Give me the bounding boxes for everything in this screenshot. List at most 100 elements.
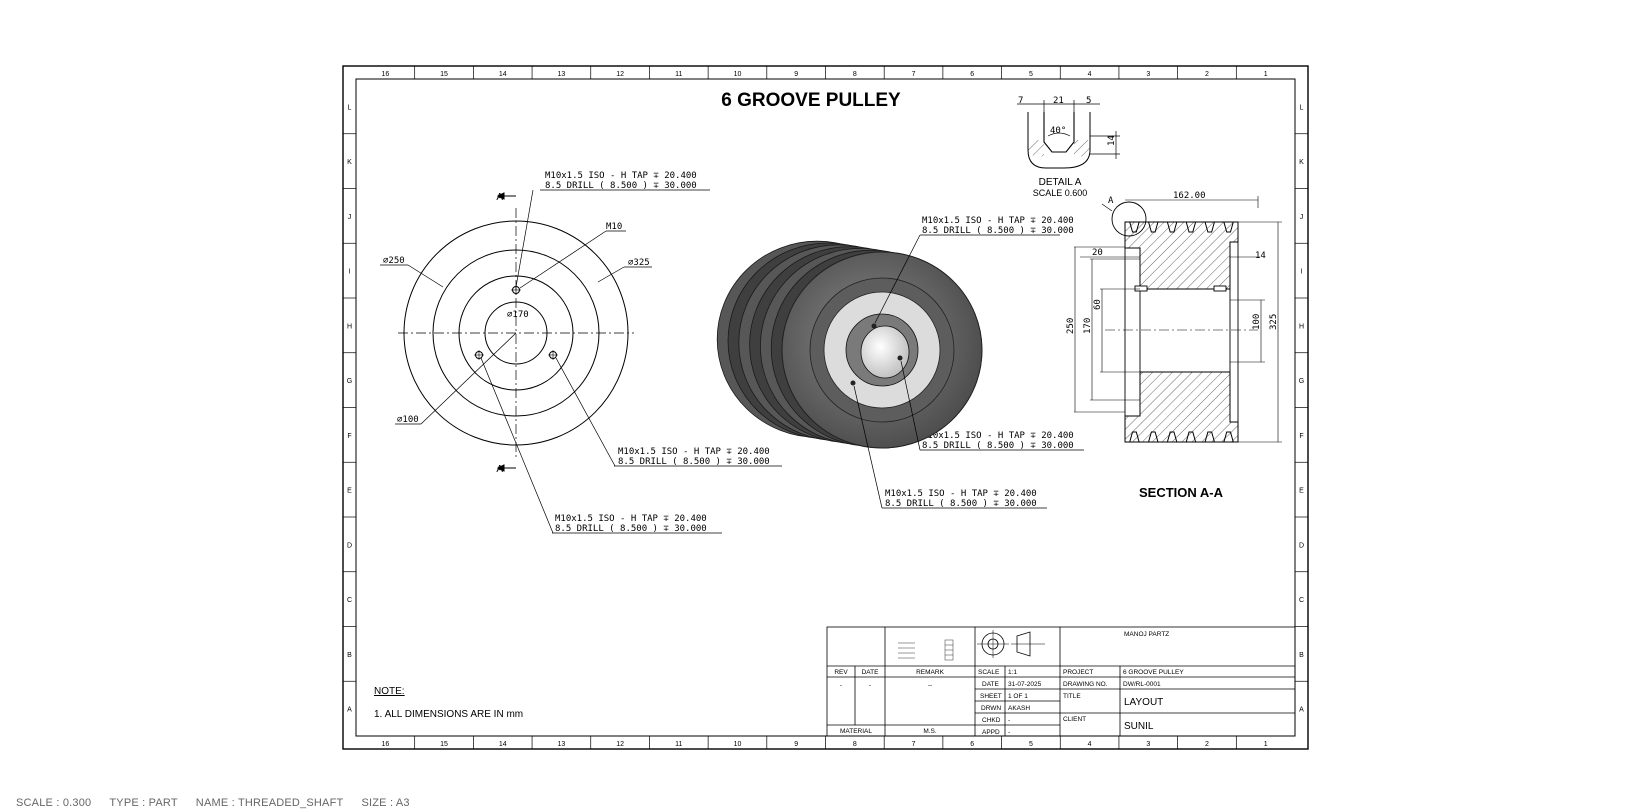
client-value: SUNIL (1124, 721, 1154, 732)
zone-column-label: 8 (853, 71, 857, 78)
zone-column-label: 9 (794, 741, 798, 748)
zone-column-label: 6 (970, 71, 974, 78)
zone-column-label: 10 (734, 741, 742, 748)
project-value: 6 GROOVE PULLEY (1123, 669, 1184, 676)
zone-column-label: 11 (675, 71, 682, 78)
status-name: NAME : THREADED_SHAFT (195, 797, 344, 809)
dim-d100: ⌀100 (397, 415, 419, 425)
detail-dim-5: 5 (1086, 96, 1091, 106)
field-label-chkd: CHKD (982, 717, 1001, 724)
rev-value: - (840, 682, 842, 689)
section-dim-250: 250 (1066, 318, 1076, 334)
zone-row-label: B (1299, 652, 1304, 659)
hole-note-1a: M10x1.5 ISO - H TAP ∓ 20.400 (545, 171, 697, 181)
detail-label: DETAIL A (1039, 177, 1082, 188)
title-block (826, 626, 1296, 737)
drawing-no-label: DRAWING NO. (1063, 681, 1108, 688)
section-detail-callout: A (1108, 196, 1114, 206)
zone-column-label: 14 (499, 71, 507, 78)
zone-column-label: 2 (1205, 741, 1209, 748)
zone-column-label: 6 (970, 741, 974, 748)
section-dim-60: 60 (1093, 299, 1103, 310)
zone-row-label: L (1300, 104, 1304, 111)
detail-dim-14: 14 (1107, 135, 1117, 146)
zone-row-label: F (1299, 433, 1303, 440)
zone-row-label: H (347, 323, 352, 330)
detail-dim-21: 21 (1053, 96, 1064, 106)
drawing-no-value: DW/RL-0001 (1123, 681, 1161, 688)
detail-a-view (1017, 100, 1120, 169)
zone-row-label: I (349, 269, 351, 276)
field-value-sheet: 1 OF 1 (1008, 693, 1028, 700)
field-label-date: DATE (982, 681, 1000, 688)
isometric-view (716, 234, 1084, 509)
field-value-appd: - (1008, 729, 1010, 736)
notes-line-1: 1. ALL DIMENSIONS ARE IN mm (374, 709, 523, 720)
zone-row-label: K (347, 159, 352, 166)
hole-note-4a: M10x1.5 ISO - H TAP ∓ 20.400 (922, 216, 1074, 226)
hole-note-2b: 8.5 DRILL ( 8.500 ) ∓ 30.000 (618, 457, 770, 467)
hole-note-6b: 8.5 DRILL ( 8.500 ) ∓ 30.000 (885, 499, 1037, 509)
status-scale: SCALE : 0.300 (16, 797, 92, 809)
zone-row-label: E (347, 488, 352, 495)
zone-column-label: 3 (1146, 71, 1150, 78)
hole-note-1b: 8.5 DRILL ( 8.500 ) ∓ 30.000 (545, 181, 697, 191)
dim-d325: ⌀325 (628, 258, 650, 268)
status-type: TYPE : PART (109, 797, 178, 809)
hole-notes: M10x1.5 ISO - H TAP ∓ 20.400 8.5 DRILL (… (545, 171, 1074, 534)
zone-column-label: 13 (558, 71, 566, 78)
status-size: SIZE : A3 (361, 797, 410, 809)
remark-header: REMARK (916, 669, 944, 676)
zone-column-label: 9 (794, 71, 798, 78)
dim-d250: ⌀250 (383, 256, 405, 266)
zone-column-label: 13 (558, 741, 566, 748)
zone-column-label: 11 (675, 741, 682, 748)
zone-row-label: E (1299, 488, 1304, 495)
cut-label-top: A (496, 192, 503, 203)
zone-column-label: 7 (912, 741, 916, 748)
client-label: CLIENT (1063, 716, 1086, 723)
zone-column-label: 16 (381, 71, 389, 78)
zone-column-label: 4 (1088, 741, 1092, 748)
material-value: M.S. (923, 728, 937, 735)
hole-note-4b: 8.5 DRILL ( 8.500 ) ∓ 30.000 (922, 226, 1074, 236)
zone-column-label: 1 (1264, 741, 1268, 748)
hole-note-5a: M10x1.5 ISO - H TAP ∓ 20.400 (922, 431, 1074, 441)
zone-row-label: C (1299, 597, 1304, 604)
date-value: - (869, 682, 871, 689)
date-header: DATE (862, 669, 880, 676)
drawing-title: 6 GROOVE PULLEY (721, 90, 901, 111)
cut-label-bottom: A (496, 464, 503, 475)
hole-note-5b: 8.5 DRILL ( 8.500 ) ∓ 30.000 (922, 441, 1074, 451)
hole-note-6a: M10x1.5 ISO - H TAP ∓ 20.400 (885, 489, 1037, 499)
field-value-drwn: AKASH (1008, 705, 1030, 712)
zone-markers: 1616151514141313121211111010998877665544… (343, 66, 1308, 749)
zone-row-label: I (1301, 269, 1303, 276)
material-label: MATERIAL (840, 728, 872, 735)
zone-column-label: 16 (381, 741, 389, 748)
zone-row-label: K (1299, 159, 1304, 166)
zone-column-label: 3 (1146, 741, 1150, 748)
zone-column-label: 12 (616, 71, 624, 78)
zone-column-label: 15 (440, 741, 448, 748)
field-label-drwn: DRWN (981, 705, 1001, 712)
zone-row-label: A (1299, 707, 1304, 714)
rev-header: REV (834, 669, 848, 676)
zone-column-label: 14 (499, 741, 507, 748)
zone-column-label: 5 (1029, 741, 1033, 748)
zone-column-label: 7 (912, 71, 916, 78)
section-view (1074, 196, 1282, 443)
section-dim-100: 100 (1252, 314, 1262, 330)
company-name: MANOJ PARTZ (1124, 631, 1169, 638)
section-label: SECTION A-A (1139, 485, 1224, 500)
notes-heading: NOTE: (374, 686, 405, 697)
zone-row-label: G (347, 378, 352, 385)
field-value-chkd: - (1008, 717, 1010, 724)
detail-scale: SCALE 0.600 (1033, 188, 1088, 198)
section-dim-162: 162.00 (1173, 191, 1206, 201)
section-dim-325: 325 (1269, 314, 1279, 330)
field-value-date: 31-07-2025 (1008, 681, 1042, 688)
detail-dim-7: 7 (1018, 96, 1023, 106)
zone-row-label: C (347, 597, 352, 604)
